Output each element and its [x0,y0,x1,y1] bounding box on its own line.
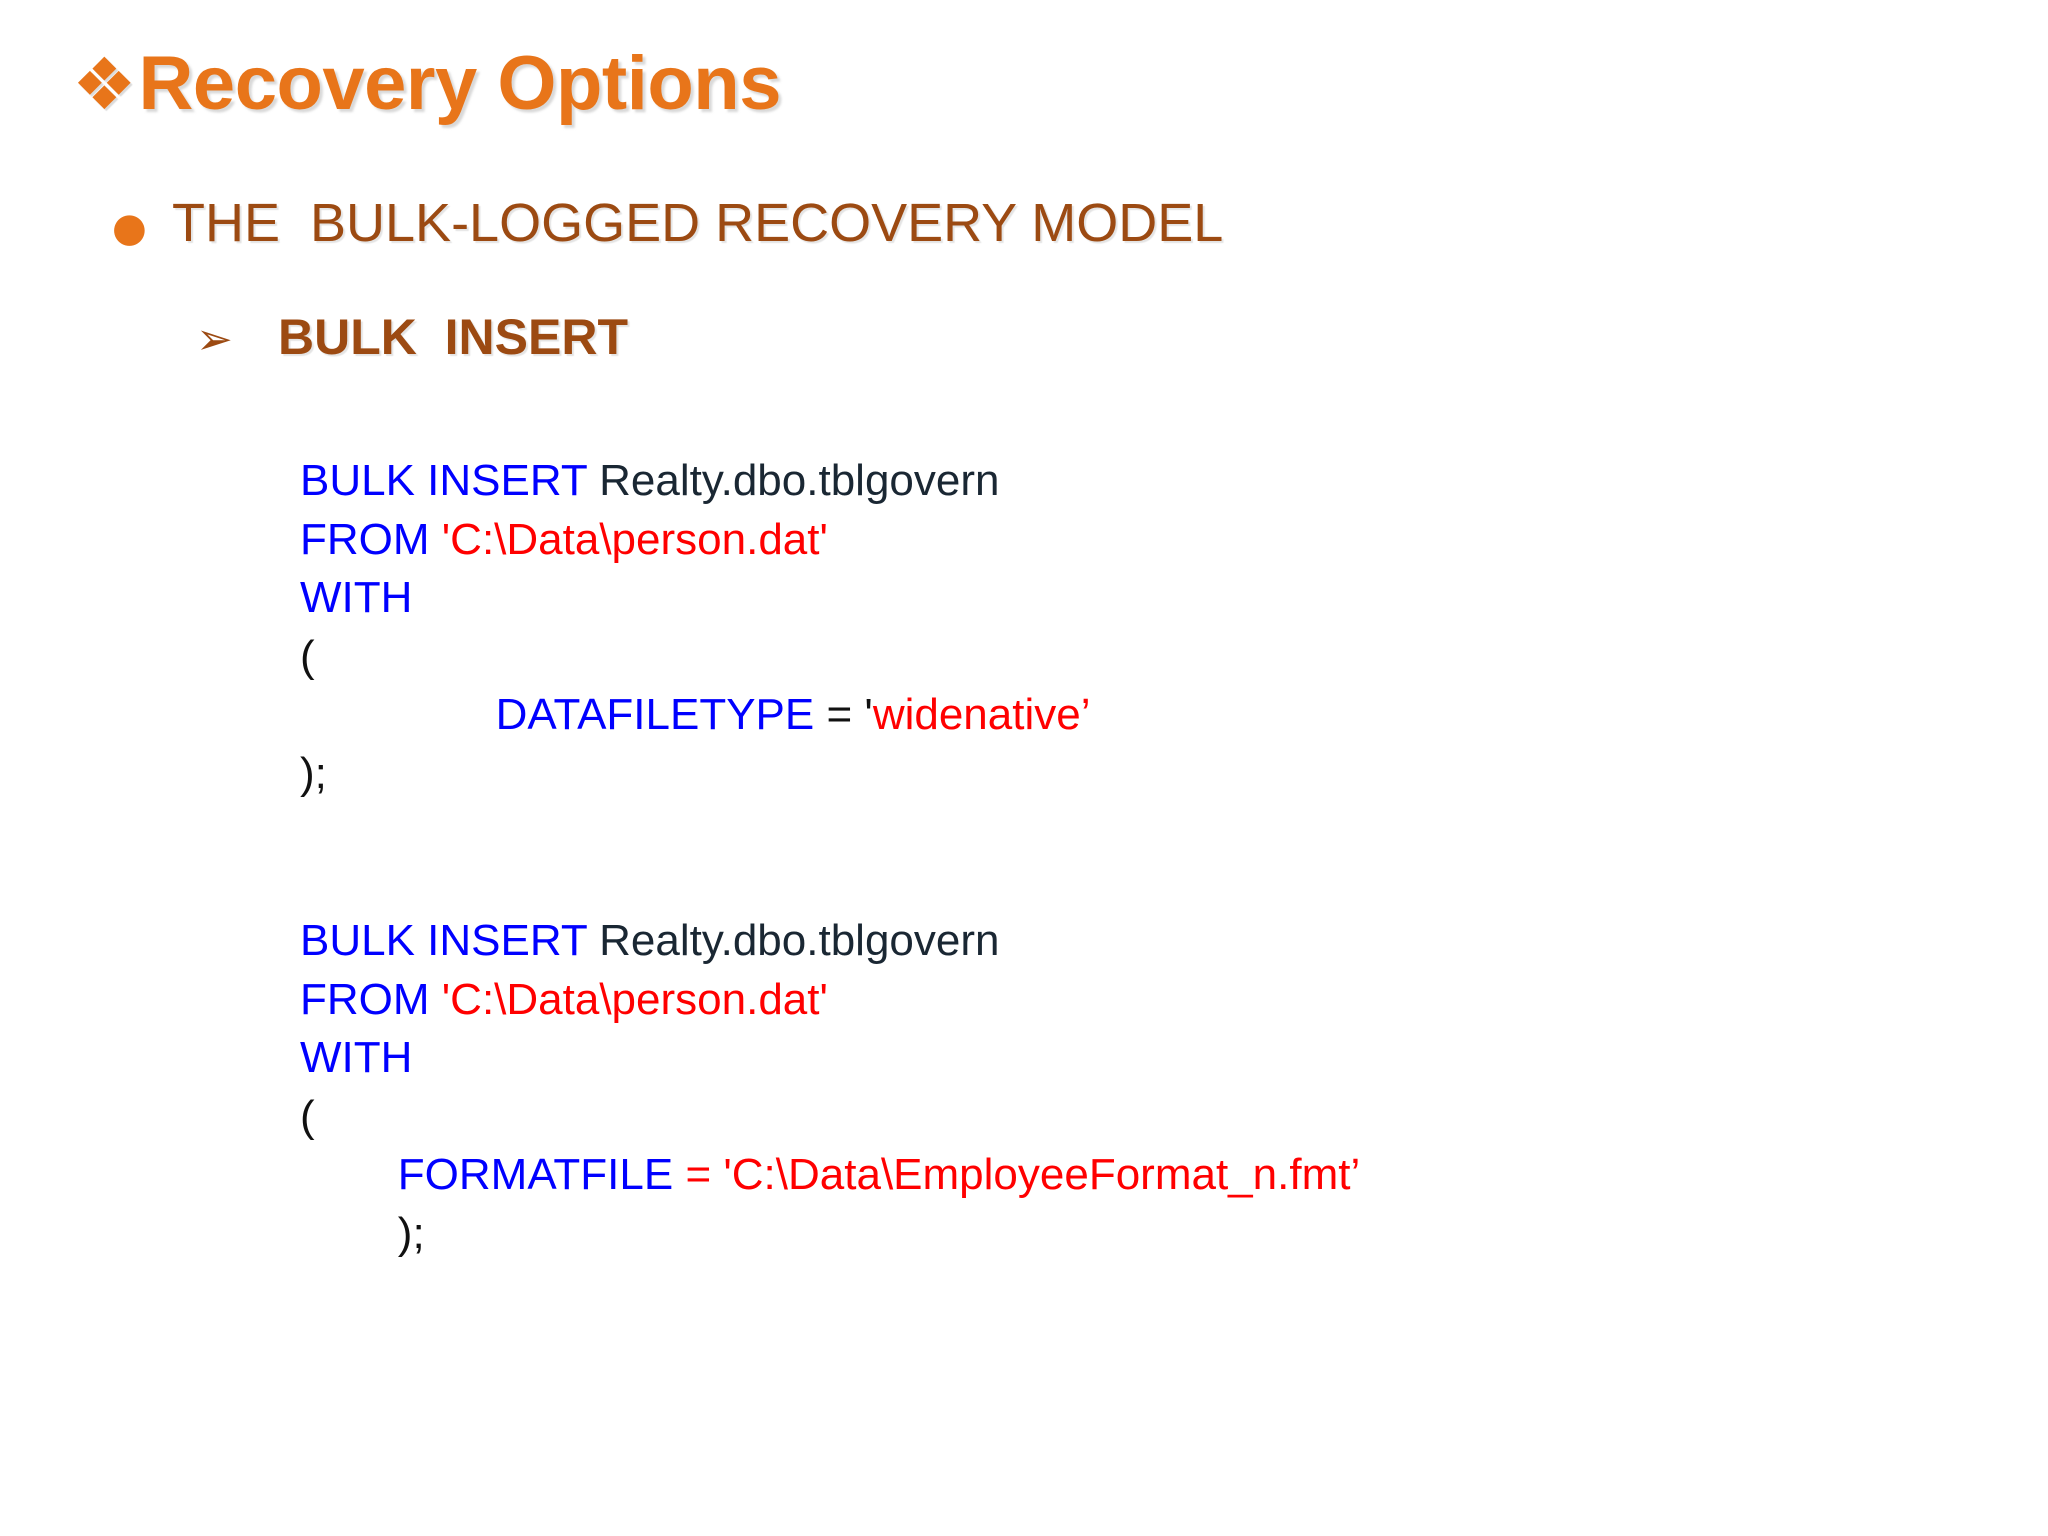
code-indent [300,1209,398,1258]
code-line: DATAFILETYPE = 'widenative’ [300,686,1091,745]
sql-punctuation: ); [300,748,327,798]
sql-punctuation: ( [300,1091,315,1141]
bullet-level2-label: BULK INSERT [278,309,628,365]
sql-identifier: Realty.dbo.tblgovern [599,916,1000,965]
sql-keyword: DATAFILETYPE [495,690,815,740]
sql-operator: = [673,1150,724,1200]
bullet-level1: ● THE BULK-LOGGED RECOVERY MODEL [112,196,1223,250]
code-line: ( [300,1088,1360,1147]
sql-string-literal: C:\Data\EmployeeFormat_n.fmt [731,1150,1351,1200]
code-line: FROM 'C:\Data\person.dat' [300,971,1360,1030]
sql-identifier: Realty.dbo.tblgovern [599,456,1000,505]
sql-quote-close: ’ [1080,690,1091,740]
sql-punctuation: ); [397,1208,425,1258]
page-title: Recovery Options [138,41,782,126]
code-line: WITH [300,1029,1360,1088]
sql-quote-close: ’ [1350,1150,1361,1200]
code-line: ( [300,628,1091,687]
code-line: BULK INSERT Realty.dbo.tblgovern [300,912,1360,971]
code-line: FORMATFILE = 'C:\Data\EmployeeFormat_n.f… [300,1146,1360,1205]
sql-quote-open: ' [723,1150,732,1200]
code-indent [300,1150,398,1199]
sql-quote-open: ' [864,690,873,740]
code-line: ); [300,1205,1360,1264]
sql-keyword: WITH [300,1033,413,1083]
sql-keyword: WITH [300,573,413,623]
sql-punctuation: ( [300,631,315,681]
sql-operator: = [814,690,865,740]
arrowhead-bullet-icon: ➢ [196,314,233,365]
bullet-level1-label: THE BULK-LOGGED RECOVERY MODEL [172,193,1224,253]
sql-string-literal: 'C:\Data\person.dat' [441,974,828,1024]
bullet-level2: ➢ BULK INSERT [196,312,628,362]
code-line: FROM 'C:\Data\person.dat' [300,511,1091,570]
sql-string-literal: widenative [872,690,1081,740]
sql-keyword: BULK INSERT [300,916,600,965]
code-line: WITH [300,569,1091,628]
sql-keyword: FROM [300,974,442,1024]
slide-title: ❖ Recovery Options [72,46,781,122]
code-line: BULK INSERT Realty.dbo.tblgovern [300,452,1091,511]
sql-keyword: FORMATFILE [397,1150,674,1200]
disc-bullet-icon: ● [112,205,147,251]
sql-keyword: BULK INSERT [300,456,600,505]
sql-string-literal: 'C:\Data\person.dat' [441,514,828,564]
diamond-bullet-icon: ❖ [72,42,137,126]
code-indent [300,690,496,739]
sql-keyword: FROM [300,514,442,564]
code-line: ); [300,745,1091,804]
